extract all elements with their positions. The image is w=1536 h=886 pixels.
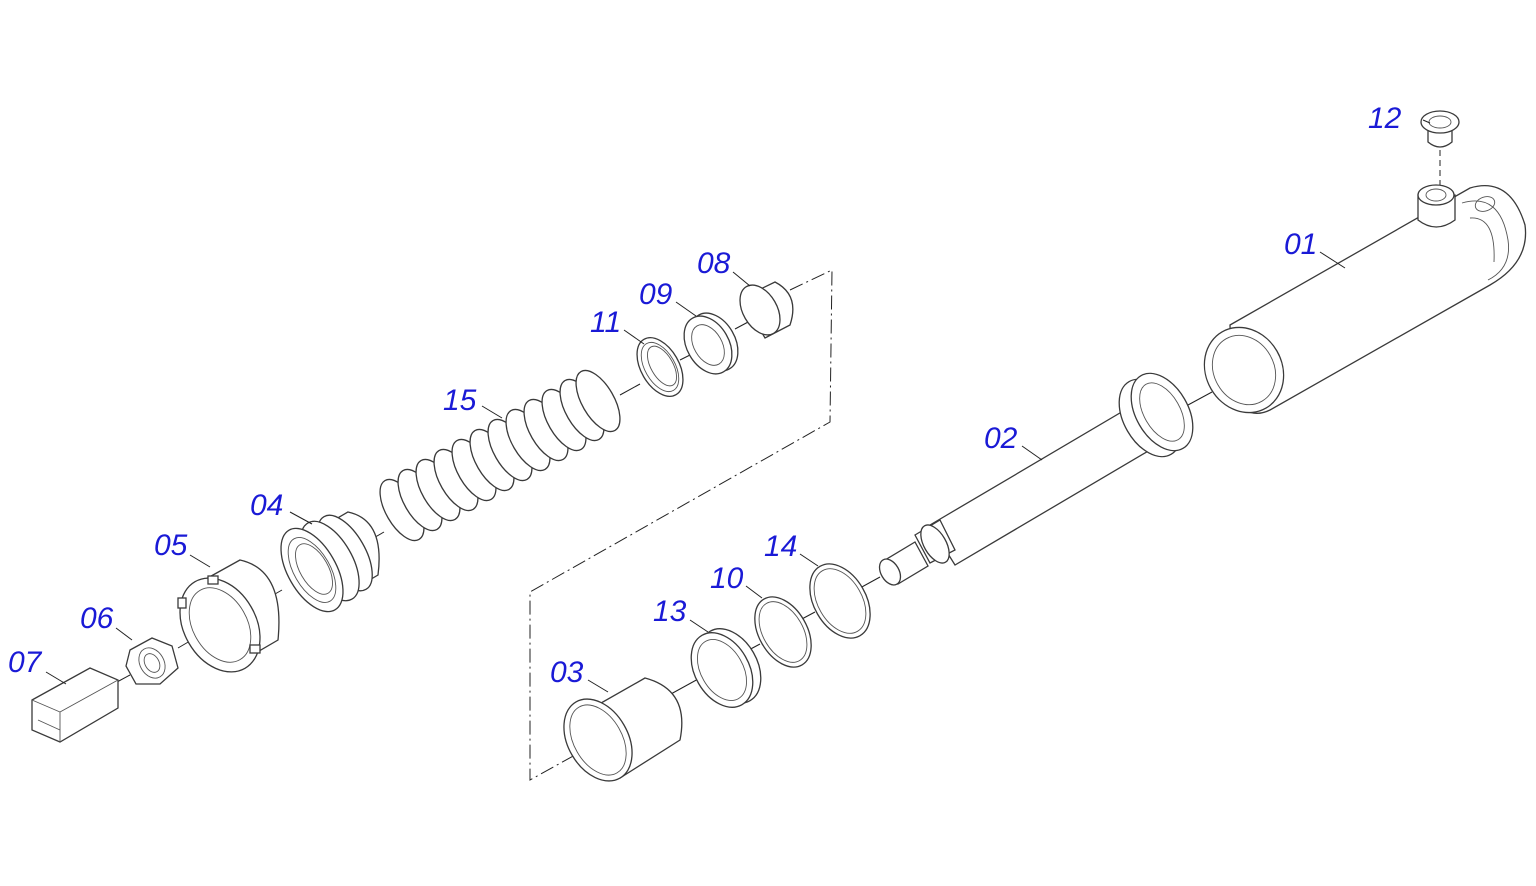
callout-03: 03 — [550, 656, 584, 689]
part-01-cylinder-barrel — [1203, 184, 1527, 414]
part-07-hex-coupling — [31, 667, 119, 743]
part-15-spring — [379, 369, 621, 542]
part-05-lock-nut — [177, 559, 280, 673]
callout-14: 14 — [764, 530, 797, 563]
part-08-ring — [739, 281, 794, 339]
part-02-piston-rod — [878, 372, 1194, 586]
part-03-guide-sleeve — [563, 677, 683, 782]
part-09-ring — [683, 312, 739, 375]
callout-02: 02 — [984, 422, 1018, 455]
part-10-ring — [754, 596, 812, 668]
callout-09: 09 — [639, 278, 673, 311]
part-06-hex-nut — [125, 637, 179, 685]
assembly-offset-line — [529, 269, 833, 781]
callout-10: 10 — [710, 562, 744, 595]
leader-lines — [45, 119, 1431, 693]
callout-15: 15 — [443, 384, 477, 417]
part-12-plug — [1420, 110, 1460, 148]
callout-06: 06 — [80, 602, 114, 635]
callout-08: 08 — [697, 247, 731, 280]
callout-05: 05 — [154, 529, 188, 562]
callout-labels: 01 02 03 04 05 06 07 08 09 10 11 12 13 1… — [8, 102, 1402, 689]
part-11-seal — [636, 337, 684, 397]
callout-07: 07 — [8, 646, 43, 679]
part-13-bushing — [690, 628, 762, 708]
callout-04: 04 — [250, 489, 283, 522]
part-14-ring — [809, 563, 871, 639]
callout-11: 11 — [590, 306, 621, 339]
callout-01: 01 — [1284, 228, 1317, 261]
part-04-gland — [280, 511, 380, 613]
callout-12: 12 — [1368, 102, 1402, 135]
callout-13: 13 — [653, 595, 687, 628]
